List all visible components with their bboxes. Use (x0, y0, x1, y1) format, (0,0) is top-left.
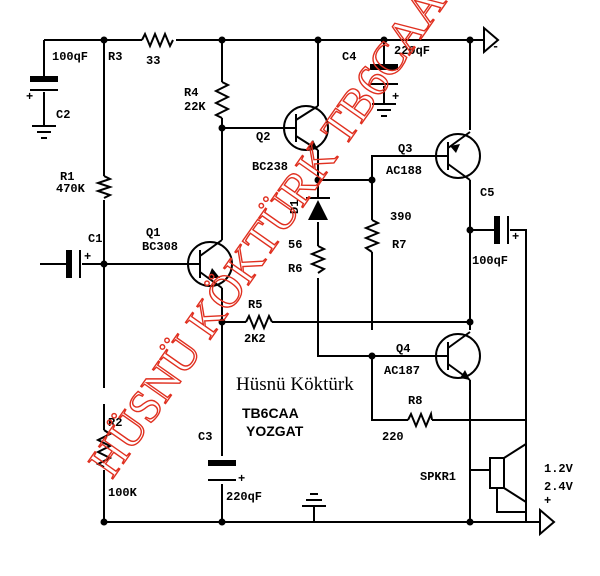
r6-value-label: 56 (288, 238, 302, 252)
q1-ref-label: Q1 (146, 226, 160, 240)
speaker-ref-label: SPKR1 (420, 470, 456, 484)
c3-plus-mark: + (238, 472, 245, 486)
q3-transistor-symbol (435, 131, 481, 181)
q2-ref-label: Q2 (256, 130, 270, 144)
supply-plus-label: + (544, 494, 551, 508)
c5-plus-mark: + (512, 230, 519, 244)
r4-ref-label: R4 (184, 86, 198, 100)
c5-ref-label: C5 (480, 186, 494, 200)
c2-value-label: 100qF (52, 50, 88, 64)
c3-capacitor-symbol (208, 460, 236, 481)
r5-resistor-symbol (245, 313, 273, 331)
q3-value-label: AC188 (386, 164, 422, 178)
r8-value-label: 220 (382, 430, 404, 444)
c4-ref-label: C4 (342, 50, 356, 64)
d1-diode-symbol (306, 197, 330, 220)
supply-positive-arrow-icon (539, 507, 556, 537)
q1-value-label: BC308 (142, 240, 178, 254)
r7-value-label: 390 (390, 210, 412, 224)
r2-resistor-symbol (95, 429, 113, 468)
r3-ref-label: R3 (108, 50, 122, 64)
c2-capacitor-symbol (30, 76, 58, 91)
junction-dots (100, 36, 474, 526)
r4-value-label: 22K (184, 100, 206, 114)
q2-value-label: BC238 (252, 160, 288, 174)
q1-transistor-symbol (187, 239, 233, 289)
r3-resistor-symbol (141, 31, 174, 49)
r4-resistor-symbol (213, 81, 231, 119)
author-name: Hüsnü Köktürk (236, 374, 354, 395)
c1-ref-label: C1 (88, 232, 102, 246)
c4-capacitor-symbol (370, 64, 398, 85)
supply-minus-label: - (492, 40, 499, 54)
c2-plus-mark: + (26, 90, 33, 104)
q4-value-label: AC187 (384, 364, 420, 378)
r2-ref-label: R2 (108, 416, 122, 430)
supply-voltage-1: 1.2V (544, 462, 574, 476)
ground-icon (32, 125, 56, 139)
supply-negative-arrow-icon (483, 25, 500, 55)
c4-value-label: 220qF (394, 44, 430, 58)
r8-ref-label: R8 (408, 394, 422, 408)
c3-value-label: 220qF (226, 490, 262, 504)
r5-value-label: 2K2 (244, 332, 266, 346)
c2-ref-label: C2 (56, 108, 70, 122)
c3-ref-label: C3 (198, 430, 212, 444)
author-callsign: TB6CAA (242, 405, 299, 421)
speaker-icon (489, 442, 527, 522)
c4-plus-mark: + (392, 90, 399, 104)
r6-ref-label: R6 (288, 262, 302, 276)
r7-resistor-symbol (363, 219, 381, 253)
r3-value-label: 33 (146, 54, 160, 68)
c1-plus-mark: + (84, 250, 91, 264)
c5-capacitor-symbol (494, 216, 509, 244)
d1-ref-label: D1 (288, 200, 302, 214)
r7-ref-label: R7 (392, 238, 406, 252)
q4-transistor-symbol (435, 331, 481, 381)
r1-ref-label: R1 (60, 170, 74, 184)
author-city: YOZGAT (246, 423, 304, 439)
c1-capacitor-symbol (66, 250, 81, 278)
supply-voltage-2: 2.4V (544, 480, 574, 494)
c5-value-label: 100qF (472, 254, 508, 268)
r6-resistor-symbol (309, 245, 327, 274)
q2-transistor-symbol (283, 105, 329, 151)
r1-value-label: 470K (56, 182, 86, 196)
ground-icon (302, 493, 326, 507)
q4-ref-label: Q4 (396, 342, 410, 356)
r1-resistor-symbol (94, 175, 114, 199)
r5-ref-label: R5 (248, 298, 262, 312)
ground-icon (372, 103, 396, 117)
q3-ref-label: Q3 (398, 142, 412, 156)
r2-value-label: 100K (108, 486, 138, 500)
r8-resistor-symbol (407, 410, 433, 429)
